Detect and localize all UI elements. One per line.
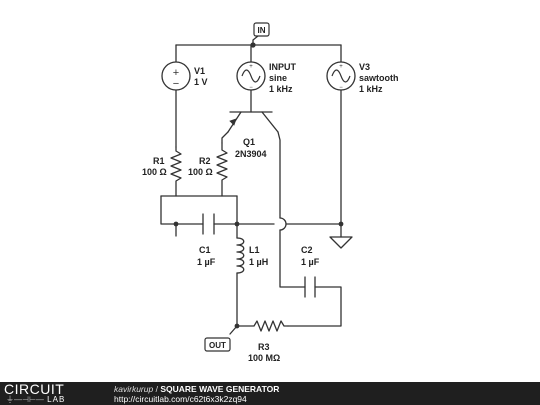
footer-separator: /	[155, 384, 158, 394]
c1-name-label: C1	[199, 245, 211, 255]
node-ground	[338, 221, 344, 227]
l1-value-label: 1 µH	[249, 257, 268, 267]
q1-collector	[261, 111, 279, 133]
v1-value-label: 1 V	[194, 77, 208, 87]
out-terminal-label: OUT	[209, 341, 226, 350]
q1-part-label: 2N3904	[235, 149, 267, 159]
l1-inductor	[236, 237, 245, 274]
in-terminal-label: IN	[258, 26, 266, 35]
node-c1-left	[173, 221, 179, 227]
q1-emitter-arrow	[229, 118, 237, 126]
c2-name-label: C2	[301, 245, 313, 255]
footer-url[interactable]: http://circuitlab.com/c62t6x3k2zq94	[114, 394, 247, 404]
v3-name-label: V3	[359, 62, 370, 72]
v3-freq-label: 1 kHz	[359, 84, 383, 94]
circuit-schematic: + − + − + − IN OUT V1 1 V INPUT sine 1 k…	[142, 22, 399, 363]
logo-circuit-text: CIRCUIT	[4, 381, 65, 397]
ground-symbol	[329, 236, 353, 249]
c2-value-label: 1 µF	[301, 257, 320, 267]
v1-plus-symbol: +	[173, 67, 179, 79]
q1-name-label: Q1	[243, 137, 255, 147]
r3-resistor	[236, 320, 289, 332]
in-terminal[interactable]: IN	[253, 22, 270, 37]
r2-resistor	[216, 142, 228, 197]
wire-emitter-to-r2	[221, 131, 229, 144]
wire-bridge-left-down	[160, 195, 177, 225]
node-top	[250, 42, 256, 48]
c1-value-label: 1 µF	[197, 257, 216, 267]
v1-name-label: V1	[194, 66, 205, 76]
wire-crossover-hop	[279, 217, 287, 231]
footer-title: SQUARE WAVE GENERATOR	[160, 384, 280, 394]
out-terminal[interactable]: OUT	[204, 337, 231, 352]
r1-name-label: R1	[153, 156, 165, 166]
wire-collector-down	[277, 131, 281, 219]
logo-lab-text: LAB	[47, 395, 66, 404]
r3-value-label: 100 MΩ	[248, 353, 280, 363]
footer-meta: kavirkurup / SQUARE WAVE GENERATOR http:…	[114, 384, 279, 404]
node-l1-top	[234, 221, 240, 227]
footer-bar: CIRCUIT ⏚―⊣⊢― LAB kavirkurup / SQUARE WA…	[0, 382, 540, 405]
r1-resistor	[170, 146, 182, 197]
node-out	[234, 323, 240, 329]
input-minus-symbol: −	[249, 85, 253, 91]
input-sine-source: + −	[236, 61, 266, 91]
logo-lab-row: ⏚―⊣⊢― LAB	[6, 395, 65, 404]
logo-circuit-glyph-icon: ⏚―⊣⊢―	[6, 395, 44, 404]
v3-plus-symbol: +	[339, 64, 343, 70]
r1-value-label: 100 Ω	[142, 167, 167, 177]
v3-minus-symbol: −	[339, 85, 343, 91]
r3-name-label: R3	[258, 342, 270, 352]
circuitlab-logo[interactable]: CIRCUIT ⏚―⊣⊢― LAB	[4, 381, 96, 404]
wire-collector-to-c2	[279, 229, 306, 288]
v1-minus-symbol: −	[173, 78, 179, 90]
r2-name-label: R2	[199, 156, 211, 166]
v3-type-label: sawtooth	[359, 73, 399, 83]
input-plus-symbol: +	[249, 64, 253, 70]
wire-c2-right	[287, 286, 342, 327]
input-name-label: INPUT	[269, 62, 297, 72]
v3-sawtooth-source: + −	[326, 61, 356, 91]
input-freq-label: 1 kHz	[269, 84, 293, 94]
v1-source: + −	[161, 61, 191, 91]
input-type-label: sine	[269, 73, 287, 83]
l1-name-label: L1	[249, 245, 260, 255]
footer-author[interactable]: kavirkurup	[114, 384, 154, 394]
r2-value-label: 100 Ω	[188, 167, 213, 177]
